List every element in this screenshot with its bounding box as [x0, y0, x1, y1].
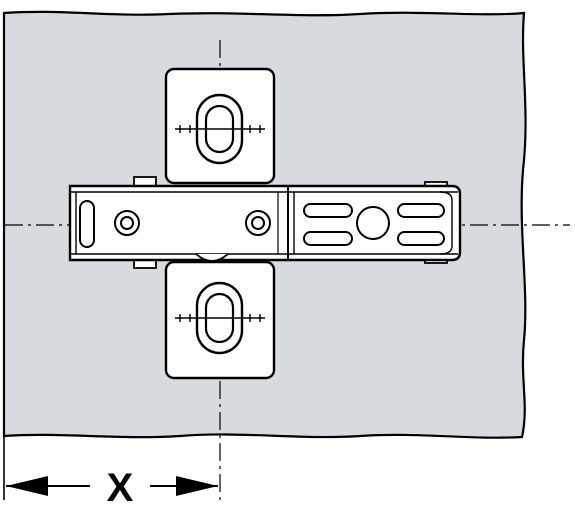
upper-slot-1 — [303, 203, 353, 218]
dimension-x: X — [3, 436, 218, 508]
center-hole — [356, 206, 390, 240]
left-slot — [79, 200, 95, 248]
screw-right-inner — [251, 216, 265, 230]
mounting-plate-bottom — [164, 260, 276, 380]
lower-slot-1 — [303, 231, 353, 246]
upper-slot-2 — [397, 203, 445, 218]
screw-left-inner — [120, 216, 134, 230]
lower-slot-2 — [397, 231, 445, 246]
arm-slots — [79, 200, 445, 248]
arrow-left — [6, 476, 48, 496]
mounting-plate-top — [164, 67, 276, 185]
arm-screws — [114, 210, 271, 236]
arrow-right — [176, 476, 218, 496]
dimension-label: X — [107, 466, 134, 508]
